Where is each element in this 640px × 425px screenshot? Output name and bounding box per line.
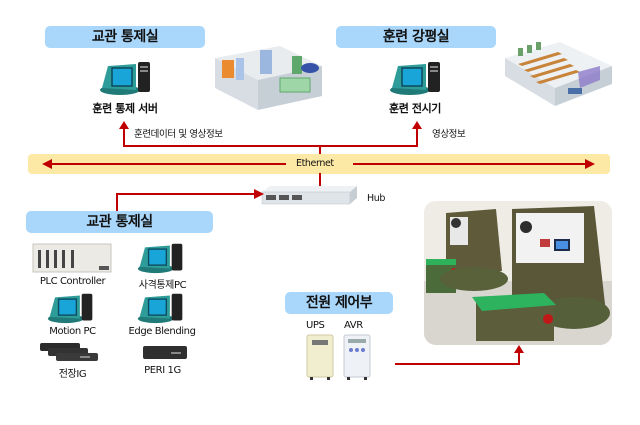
training-data-label: 훈련데이터 및 영상정보 [134, 129, 223, 140]
ethernet-line-left [48, 163, 286, 165]
device-label: 사격통제PC [138, 280, 187, 291]
avr-label: AVR [344, 320, 363, 331]
device-label: Edge Blending [128, 326, 196, 337]
ups-icon [306, 334, 334, 380]
ethernet-line-right [353, 163, 585, 165]
arrow-up-icon [412, 121, 422, 129]
ups-label: UPS [306, 320, 325, 331]
arrow-line-to-server [123, 127, 125, 146]
arrow-line-to-display [416, 127, 418, 147]
simulator-photo [424, 201, 612, 345]
debrief-room-illustration [505, 42, 612, 106]
rack-server-icon [40, 343, 98, 361]
hub-icon [261, 186, 357, 205]
computer-icon [137, 243, 183, 274]
ethernet-bus [28, 154, 610, 174]
control-room-illustration [215, 46, 322, 110]
power-to-simulator-line-h [395, 363, 520, 365]
computer-icon [100, 62, 150, 95]
video-info-label: 영상정보 [432, 129, 466, 140]
training-display-label: 훈련 전시기 [388, 102, 442, 115]
hub-label: Hub [367, 193, 385, 204]
avr-icon [343, 334, 371, 380]
simulator-illustration [424, 201, 612, 345]
device-label: PLC Controller [39, 276, 106, 287]
arrow-line-to-ethernet [319, 145, 321, 155]
arrow-right-icon [254, 189, 264, 199]
computer-icon [137, 293, 183, 324]
computer-icon [390, 62, 440, 95]
ethernet-to-hub-line [319, 173, 321, 187]
arrow-line-horizontal-top [123, 145, 418, 147]
rack-server-icon [143, 346, 187, 359]
hub-to-control-line-h [116, 193, 256, 195]
device-label: Motion PC [49, 326, 96, 337]
device-label: PERI 1G [144, 365, 181, 376]
hub-to-control-line-v [116, 193, 118, 211]
computer-icon [47, 293, 93, 324]
debrief-room-header: 훈련 강평실 [336, 26, 496, 48]
device-label: 전장IG [58, 369, 87, 380]
power-to-simulator-line-v [518, 350, 520, 365]
plc-icon [32, 243, 112, 273]
training-control-server-label: 훈련 통제 서버 [92, 102, 158, 115]
arrow-up-icon [119, 121, 129, 129]
arrow-right-icon [585, 159, 595, 169]
control-room-header-bottom: 교관 통제실 [26, 211, 213, 233]
power-control-header: 전원 제어부 [285, 292, 393, 314]
arrow-up-icon [514, 345, 524, 353]
ethernet-label: Ethernet [296, 158, 334, 169]
control-room-header-top: 교관 통제실 [45, 26, 205, 48]
arrow-left-icon [42, 159, 52, 169]
